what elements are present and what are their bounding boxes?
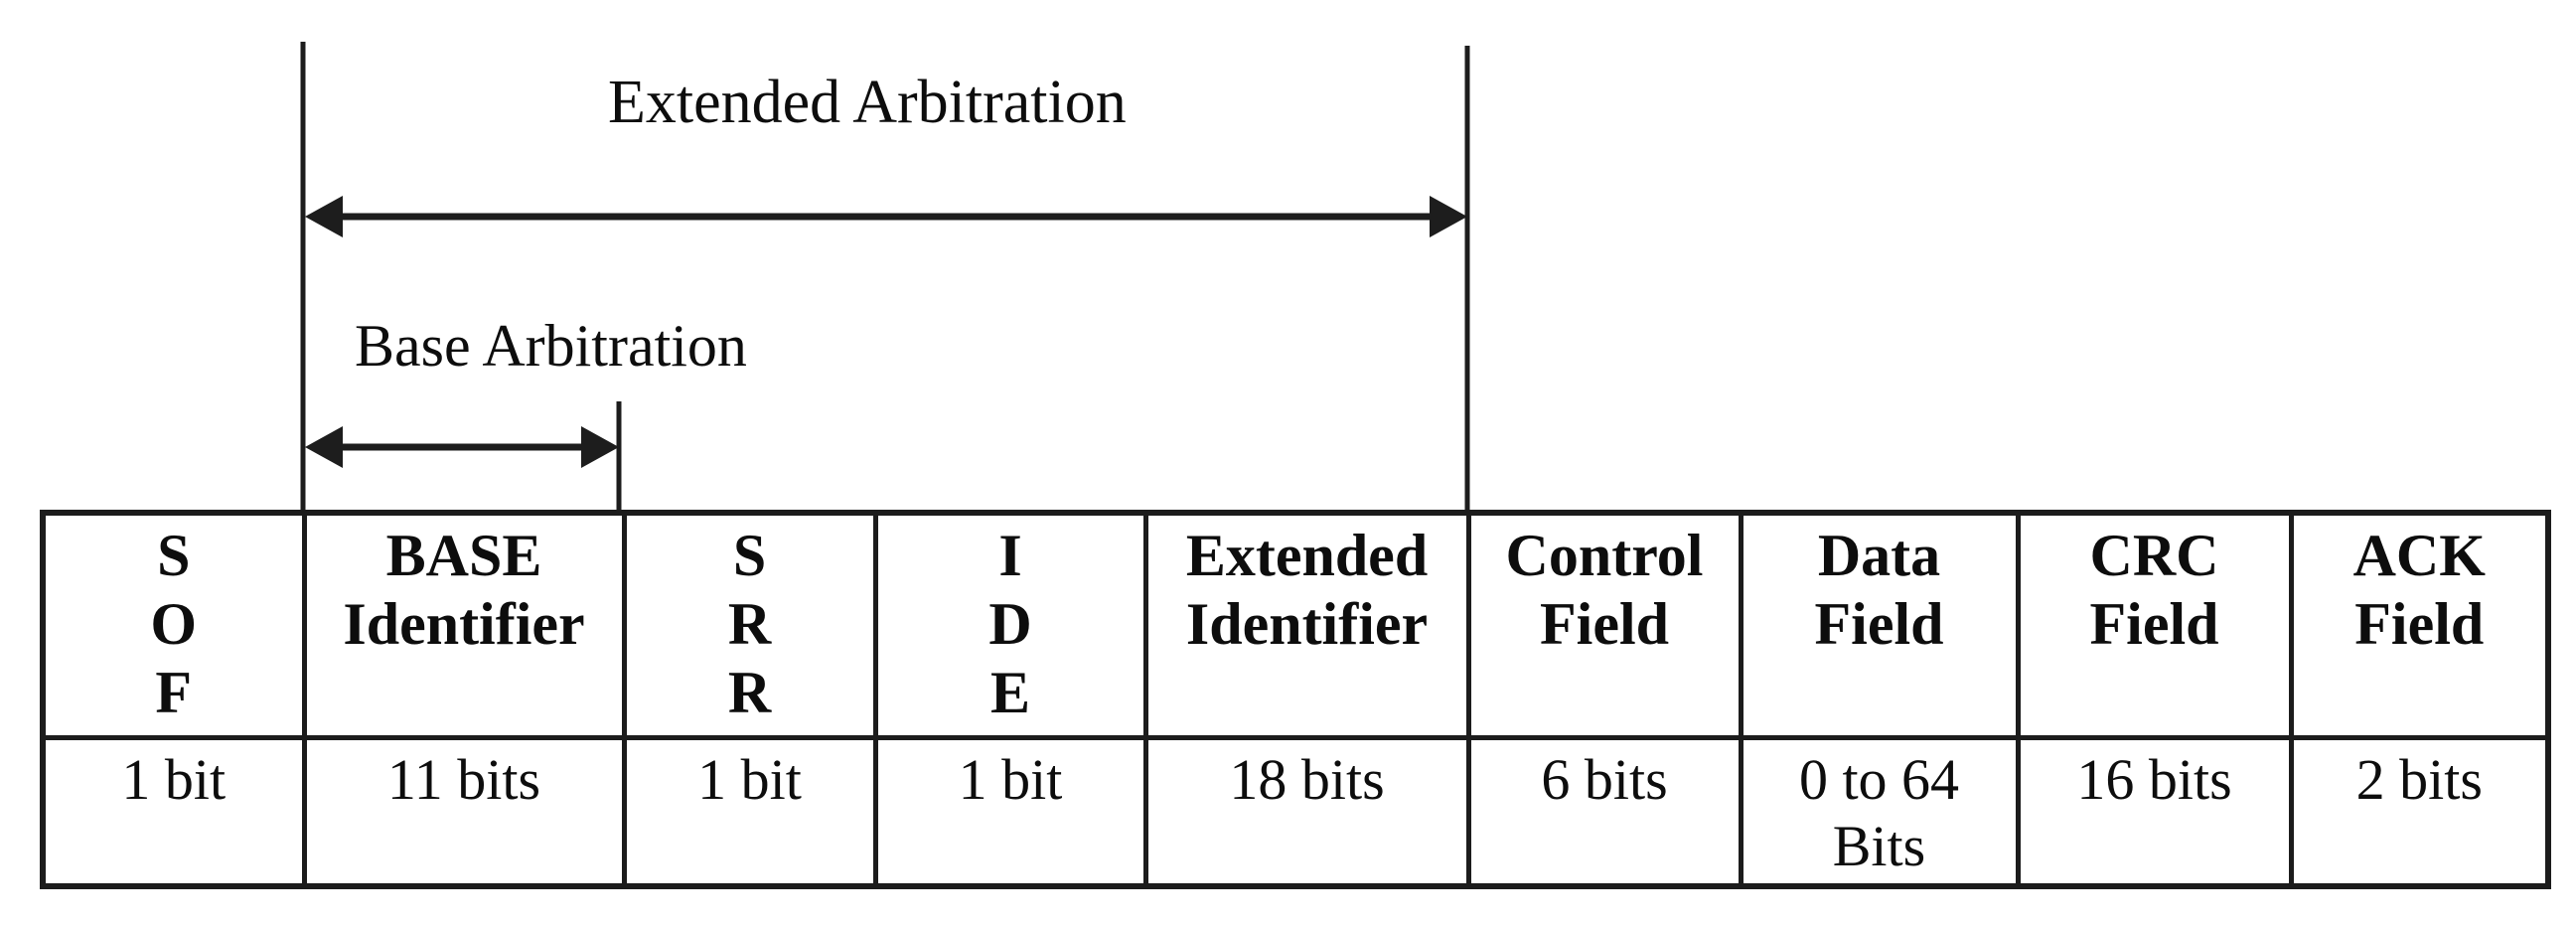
field-label-line: O — [150, 591, 198, 657]
bits-value-line: 1 bit — [121, 746, 227, 812]
bits-cell-data-field: 0 to 64 Bits — [1738, 734, 2021, 889]
bits-value-line: Bits — [1832, 813, 1926, 878]
field-label-line: S — [732, 523, 767, 588]
field-cell-data-field: Data Field — [1738, 510, 2021, 740]
field-label-line: Field — [1814, 591, 1944, 657]
field-label-line: Field — [2354, 591, 2485, 657]
bits-cell-ack-field: 2 bits — [2288, 734, 2551, 889]
field-label-line: BASE — [385, 523, 542, 588]
field-cell-ack-field: ACK Field — [2288, 510, 2551, 740]
field-label-line: Control — [1505, 523, 1704, 588]
bits-value-line: 11 bits — [386, 746, 541, 812]
bits-cell-extended-identifier: 18 bits — [1142, 734, 1471, 889]
bits-cell-crc-field: 16 bits — [2015, 734, 2294, 889]
base-arbitration-right-arrowhead-icon — [581, 426, 619, 468]
field-label-line: Field — [2089, 591, 2219, 657]
bits-value-line: 0 to 64 — [1798, 746, 1960, 812]
field-label-line: Extended — [1185, 523, 1429, 588]
field-label-line: F — [155, 660, 193, 725]
field-cell-ide: I D E — [872, 510, 1148, 740]
bits-cell-sof: 1 bit — [40, 734, 307, 889]
bits-value-line: 6 bits — [1541, 746, 1668, 812]
field-label-line: S — [157, 523, 191, 588]
bits-value-line: 1 bit — [958, 746, 1063, 812]
field-cell-control-field: Control Field — [1465, 510, 1743, 740]
field-cell-extended-identifier: Extended Identifier — [1142, 510, 1471, 740]
frame-fields-table: S O F BASE Identifier S R R I D E — [40, 510, 2551, 889]
field-cell-base-identifier: BASE Identifier — [301, 510, 627, 740]
bits-cell-base-identifier: 11 bits — [301, 734, 627, 889]
field-cell-sof: S O F — [40, 510, 307, 740]
field-cell-srr: S R R — [621, 510, 878, 740]
bits-value-line: 16 bits — [2076, 746, 2232, 812]
field-sizes-row: 1 bit 11 bits 1 bit 1 bit 18 bits — [40, 734, 2551, 889]
field-label-line: R — [727, 660, 772, 725]
bits-value-line: 2 bits — [2355, 746, 2483, 812]
field-label-line: Data — [1817, 523, 1941, 588]
field-label-line: R — [727, 591, 772, 657]
field-label-line: Identifier — [1185, 591, 1429, 657]
field-label-line: Field — [1540, 591, 1669, 657]
field-label-line: CRC — [2089, 523, 2219, 588]
field-names-row: S O F BASE Identifier S R R I D E — [40, 510, 2551, 740]
extended-arbitration-right-arrowhead-icon — [1430, 196, 1467, 237]
bits-cell-control-field: 6 bits — [1465, 734, 1743, 889]
field-label-line: E — [989, 660, 1031, 725]
field-label-line: D — [988, 591, 1032, 657]
extended-arbitration-label: Extended Arbitration — [608, 69, 1127, 136]
base-arbitration-left-arrowhead-icon — [305, 426, 343, 468]
extended-arbitration-left-arrowhead-icon — [305, 196, 343, 237]
base-arbitration-label: Base Arbitration — [355, 313, 747, 379]
bits-cell-srr: 1 bit — [621, 734, 878, 889]
bits-value-line: 1 bit — [697, 746, 802, 812]
bits-cell-ide: 1 bit — [872, 734, 1148, 889]
bits-value-line: 18 bits — [1229, 746, 1385, 812]
field-cell-crc-field: CRC Field — [2015, 510, 2294, 740]
field-label-line: Identifier — [343, 591, 585, 657]
field-label-line: I — [998, 523, 1022, 588]
field-label-line: ACK — [2352, 523, 2486, 588]
